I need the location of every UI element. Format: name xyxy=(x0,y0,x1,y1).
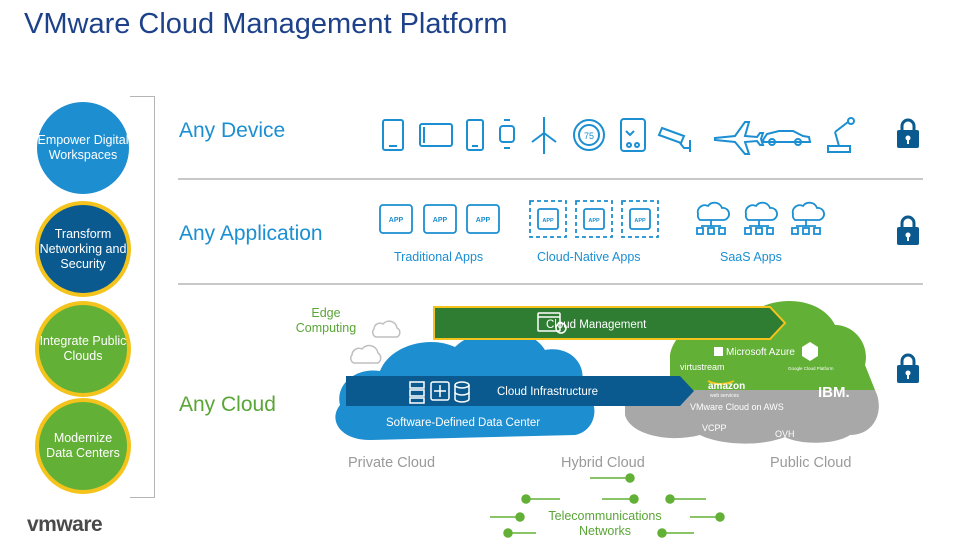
svg-text:APP: APP xyxy=(542,218,554,224)
security-camera-icon xyxy=(657,126,691,152)
aws-sub-label: web services xyxy=(710,393,739,399)
cloud-management-arrow xyxy=(433,306,787,340)
management-icon xyxy=(537,312,567,334)
row-label-any-application: Any Application xyxy=(179,222,323,245)
medical-monitor-icon xyxy=(620,118,646,152)
cloud-native-apps-label: Cloud-Native Apps xyxy=(537,250,641,264)
edge-computing-label: Edge Computing xyxy=(295,306,357,335)
app-box xyxy=(379,204,413,234)
microsoft-azure-label: Microsoft Azure xyxy=(726,347,795,358)
row-label-any-cloud: Any Cloud xyxy=(179,393,276,416)
thermostat-value: 75 xyxy=(584,131,594,141)
app-box xyxy=(423,204,457,234)
cloud-management-label: Cloud Management xyxy=(546,319,647,331)
vcpp-label: VCPP xyxy=(702,423,727,433)
amazon-label: amazon xyxy=(708,381,745,392)
public-cloud-gray xyxy=(625,390,879,444)
vmware-logo: vmware xyxy=(27,513,103,536)
storage-icon xyxy=(454,381,470,403)
device-icons-row: 75 xyxy=(382,117,855,155)
smartwatch-icon xyxy=(499,119,515,149)
pillar-transform-networking: Transform Networking and Security xyxy=(35,201,131,297)
edge-cloud-icon xyxy=(350,344,382,364)
svg-text:APP: APP xyxy=(433,217,448,224)
app-box xyxy=(466,204,500,234)
cloud-infrastructure-arrow xyxy=(346,376,694,406)
lock-icon xyxy=(897,353,919,383)
container-box xyxy=(621,200,659,238)
row-separator xyxy=(178,178,923,180)
pillar-empower-digital-workspaces: Empower Digital Workspaces xyxy=(37,102,129,194)
application-icons-row: APP APP APP APP APP APP xyxy=(379,200,825,238)
phone-icon xyxy=(466,119,484,151)
bracket-divider xyxy=(130,96,155,498)
saas-cloud-icon xyxy=(791,201,825,235)
row-label-any-device: Any Device xyxy=(179,119,286,142)
cloud-infrastructure-label: Cloud Infrastructure xyxy=(497,386,598,398)
server-icon xyxy=(409,381,425,404)
page-title: VMware Cloud Management Platform xyxy=(24,8,508,40)
container-box xyxy=(529,200,567,238)
row-separator xyxy=(178,283,923,285)
lock-icon xyxy=(897,118,919,148)
vmc-aws-label: VMware Cloud on AWS xyxy=(690,402,784,412)
telecom-networks-label: Telecommunications Networks xyxy=(548,509,662,538)
virtustream-label: virtustream xyxy=(680,362,725,372)
google-cloud-logo xyxy=(802,342,818,361)
robot-arm-icon xyxy=(827,117,855,153)
private-cloud-label: Private Cloud xyxy=(348,455,436,471)
hybrid-cloud-label: Hybrid Cloud xyxy=(561,455,645,471)
ovh-label: OVH xyxy=(775,429,795,439)
telecom-network-lines xyxy=(490,473,725,538)
sddc-label: Software-Defined Data Center xyxy=(386,417,540,429)
lock-icon xyxy=(897,215,919,245)
airplane-icon xyxy=(714,121,765,155)
cloud-diagram: Cloud Management Cloud Infrastructure So… xyxy=(335,301,879,444)
saas-apps-label: SaaS Apps xyxy=(720,250,782,264)
pillar-modernize-data-centers: Modernize Data Centers xyxy=(35,398,131,494)
wind-turbine-icon xyxy=(531,117,557,154)
svg-text:APP: APP xyxy=(634,218,646,224)
container-box xyxy=(575,200,613,238)
network-icon xyxy=(430,381,450,401)
svg-text:APP: APP xyxy=(389,217,404,224)
edge-cloud-icon xyxy=(372,320,401,338)
thermostat-icon xyxy=(573,119,605,151)
microsoft-logo xyxy=(714,347,723,356)
pillar-integrate-public-clouds: Integrate Public Clouds xyxy=(35,301,131,397)
saas-cloud-icon xyxy=(696,201,730,235)
public-cloud-label: Public Cloud xyxy=(770,455,852,471)
amazon-smile xyxy=(707,380,735,385)
car-icon xyxy=(761,130,812,146)
saas-cloud-icon xyxy=(744,201,778,235)
svg-text:APP: APP xyxy=(476,217,491,224)
svg-text:APP: APP xyxy=(588,218,600,224)
google-cloud-label: Google Cloud Platform xyxy=(788,366,834,371)
tablet-landscape-icon xyxy=(419,123,453,147)
tablet-icon xyxy=(382,119,404,151)
traditional-apps-label: Traditional Apps xyxy=(394,250,484,264)
ibm-label: IBM. xyxy=(818,384,850,401)
